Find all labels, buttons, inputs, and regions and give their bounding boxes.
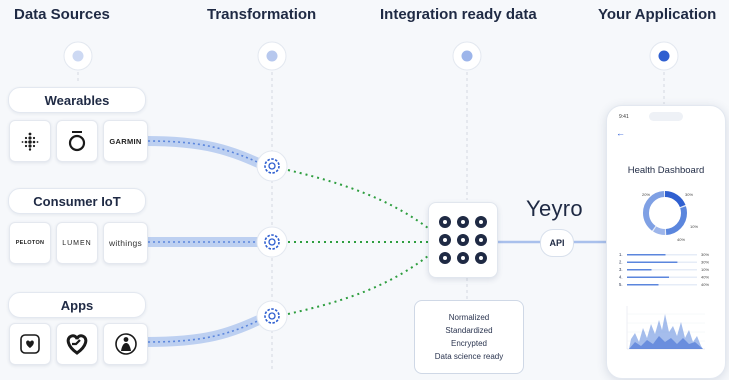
green-flow-lines — [287, 169, 429, 315]
list-row-bar — [627, 276, 669, 278]
data-stream-dots — [147, 140, 263, 343]
integration-hub — [428, 202, 498, 278]
column-nodes — [63, 41, 679, 71]
list-row-label: 3. — [619, 267, 623, 272]
list-row-value: 40% — [701, 275, 709, 280]
lumen-logo: LUMEN — [56, 222, 98, 264]
dashboard-title: Health Dashboard — [627, 165, 705, 176]
fitbit-logo — [9, 120, 51, 162]
list-row-bar — [627, 269, 652, 271]
withings-logo: withings — [103, 222, 148, 264]
column-title-data-sources: Data Sources — [14, 6, 110, 23]
node-sources-dot — [72, 50, 84, 62]
peloton-logo: PELOTON — [9, 222, 51, 264]
api-badge: API — [540, 229, 574, 257]
list-row-bar — [627, 284, 659, 286]
heart-app-icon — [56, 323, 98, 365]
brand-name: Yeyro — [526, 196, 583, 221]
garmin-logo-text: GARMIN — [109, 136, 142, 146]
gear-icons — [256, 150, 288, 332]
list-row-track — [627, 284, 697, 286]
ring-label-2: 30% — [685, 192, 693, 197]
node-transformation-dot — [266, 50, 278, 62]
list-row-track — [627, 269, 697, 271]
section-label-apps: Apps — [8, 292, 146, 318]
ring-segment-2 — [643, 191, 687, 235]
data-streams — [141, 136, 609, 347]
lumen-logo-text: LUMEN — [62, 239, 92, 247]
stream-wearables — [141, 136, 270, 171]
hub-grid-icon — [439, 216, 487, 264]
oura-logo — [56, 120, 98, 162]
gear-icon-bottom — [256, 300, 288, 332]
feature-standardized: Standardized — [445, 326, 493, 335]
list-row-value: 10% — [701, 267, 709, 272]
list-row-value: 30% — [701, 260, 709, 265]
phone-notch — [649, 112, 683, 121]
gear-icon-top — [256, 150, 288, 182]
back-arrow-icon[interactable]: ← — [616, 128, 625, 138]
stream-apps — [141, 312, 270, 347]
list-row-bar — [627, 261, 678, 263]
integration-features-box: Normalized Standardized Encrypted Data s… — [414, 300, 524, 374]
ring-label-1: 20% — [642, 192, 650, 197]
feature-data-science-ready: Data science ready — [434, 352, 504, 361]
gear-icon-middle — [256, 226, 288, 258]
dashboard-area-chart — [626, 306, 705, 350]
withings-logo-text: withings — [108, 238, 143, 248]
section-label-consumer-iot: Consumer IoT — [8, 188, 146, 214]
column-title-application: Your Application — [598, 6, 717, 23]
list-row-label: 5. — [619, 282, 623, 287]
column-title-integration: Integration ready data — [380, 6, 537, 23]
ring-label-3: 10% — [690, 224, 698, 229]
feature-encrypted: Encrypted — [450, 339, 488, 348]
list-row-label: 2. — [619, 260, 623, 265]
dashboard-list: 1. 30% 2. 30% 3. 10% 4. 40% 5. 40% — [619, 252, 709, 287]
list-row-label: 4. — [619, 275, 623, 280]
section-label-wearables: Wearables — [8, 87, 146, 113]
node-integration-dot — [461, 50, 473, 62]
phone-mockup: 9:41 ← Health Dashboard 20% 30% 10% 40% … — [606, 105, 726, 379]
ring-chart — [643, 191, 687, 235]
fitness-app-icon — [103, 323, 148, 365]
list-row-value: 40% — [701, 282, 709, 287]
feature-normalized: Normalized — [448, 313, 490, 322]
list-row-bar — [627, 254, 666, 256]
peloton-logo-text: PELOTON — [15, 240, 45, 246]
ring-segment-4 — [643, 191, 687, 235]
green-line-bottom — [287, 255, 429, 315]
column-title-transformation: Transformation — [207, 6, 317, 23]
ring-segment-1 — [643, 191, 687, 235]
phone-status-time: 9:41 — [619, 114, 629, 120]
ring-label-4: 40% — [677, 237, 685, 242]
node-application-dot — [658, 50, 670, 62]
list-row-label: 1. — [619, 252, 623, 257]
list-row-value: 30% — [701, 252, 709, 257]
apple-health-icon — [9, 323, 51, 365]
green-line-top — [287, 169, 429, 229]
dashboard-graphics: 20% 30% 10% 40% 1. 30% 2. 30% 3. 10% 4. 40% 5. 40… — [619, 191, 709, 350]
garmin-logo: GARMIN — [103, 120, 148, 162]
